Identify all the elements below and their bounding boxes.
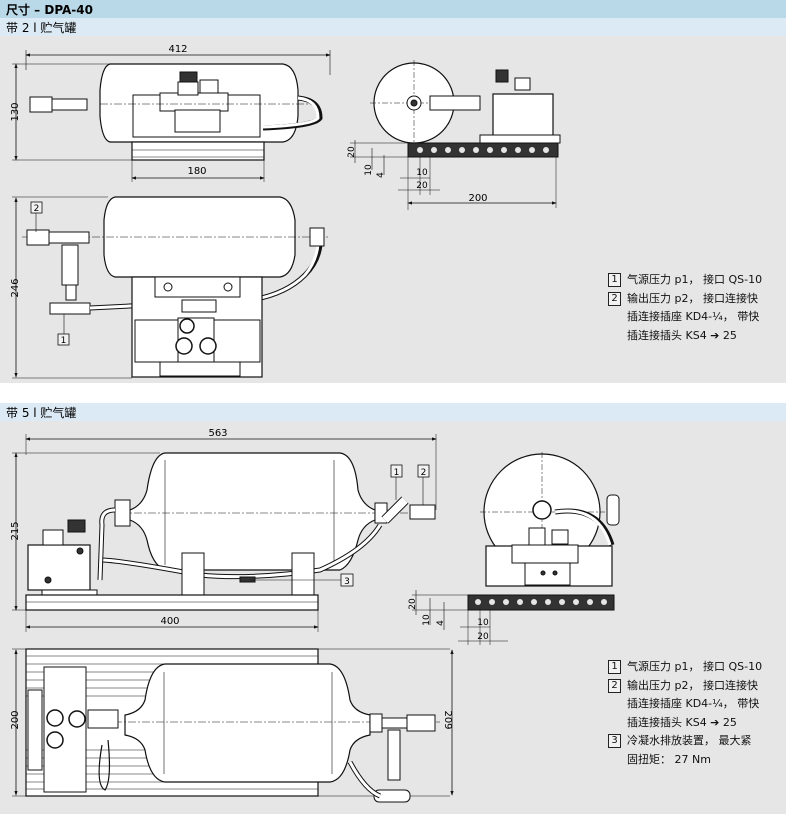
s1-legend-item-2-line-3: 插连接插头 KS4 ➔ 25 <box>627 328 737 342</box>
s2-dim-400: 400 <box>160 616 179 627</box>
svg-text:3: 3 <box>344 577 350 587</box>
s2-callout-1: 1 <box>390 464 403 478</box>
s1-dim-246: 246 <box>10 278 21 297</box>
s2-dim-10v: 10 <box>422 614 432 626</box>
s2-callout-2: 2 <box>417 464 430 478</box>
svg-text:2: 2 <box>421 468 427 478</box>
s2-dim-215: 215 <box>10 521 21 540</box>
s1-dim-180: 180 <box>187 166 206 177</box>
s2-legend-item-2-line-3: 插连接插头 KS4 ➔ 25 <box>627 715 737 729</box>
s1-end-view <box>350 60 561 210</box>
s2-dim-4v: 4 <box>436 620 446 626</box>
s2-legend-item-1: 1 气源压力 p1， 接口 QS-10 <box>608 658 762 677</box>
s2-legend-item-2-line-2: 插连接插座 KD4-¼， 带快 <box>627 697 760 710</box>
s2-legend-item-3-line-2: 固扭矩： 27 Nm <box>627 752 711 766</box>
s1-callout-2: 2 <box>30 201 43 214</box>
s2-side-view <box>12 434 437 632</box>
s1-dim-20h: 20 <box>416 181 428 191</box>
s2-dim-200: 200 <box>10 710 21 729</box>
s1-legend-item-2: 2 输出压力 p2， 接口连接快 <box>608 290 762 309</box>
s2-legend-item-2: 2 输出压力 p2， 接口连接快 <box>608 677 762 696</box>
s2-dim-20h: 20 <box>477 632 489 642</box>
svg-text:1: 1 <box>61 336 67 346</box>
s2-dim-563: 563 <box>208 428 227 439</box>
s1-dim-200: 200 <box>468 193 487 204</box>
page-title: 尺寸 – DPA-40 <box>6 3 93 17</box>
svg-text:2: 2 <box>34 204 40 214</box>
s2-legend-item-3: 3 冷凝水排放装置， 最大紧 <box>608 732 762 751</box>
s2-legend: 1 气源压力 p1， 接口 QS-10 2 输出压力 p2， 接口连接快 插连接… <box>608 658 762 769</box>
s1-side-view <box>12 50 331 182</box>
s2-end-view <box>412 452 620 645</box>
s2-top-view <box>12 648 454 803</box>
s1-legend: 1 气源压力 p1， 接口 QS-10 2 输出压力 p2， 接口连接快 插连接… <box>608 271 762 345</box>
s1-dim-130: 130 <box>10 102 21 121</box>
s1-dim-412: 412 <box>168 44 187 55</box>
section2-title: 带 5 l 贮气罐 <box>6 406 77 420</box>
s2-dim-209: 209 <box>442 710 453 729</box>
s2-dim-20v: 20 <box>408 598 418 610</box>
section1-title: 带 2 l 贮气罐 <box>6 21 77 35</box>
s1-dim-10v: 10 <box>364 164 374 176</box>
page-title-bar: 尺寸 – DPA-40 <box>0 0 786 18</box>
s1-dim-10h: 10 <box>416 168 428 178</box>
s1-top-view <box>12 196 330 379</box>
s1-dim-20v: 20 <box>347 146 357 158</box>
section1-header: 带 2 l 贮气罐 <box>0 18 786 36</box>
s1-callout-1: 1 <box>57 333 70 346</box>
section2-header: 带 5 l 贮气罐 <box>0 403 786 421</box>
s2-callout-3: 3 <box>340 573 354 587</box>
s1-legend-item-1: 1 气源压力 p1， 接口 QS-10 <box>608 271 762 290</box>
svg-text:1: 1 <box>394 468 400 478</box>
s2-dim-10h: 10 <box>477 618 489 628</box>
s1-legend-item-2-line-2: 插连接插座 KD4-¼， 带快 <box>627 310 760 323</box>
s1-dim-4v: 4 <box>376 172 386 178</box>
